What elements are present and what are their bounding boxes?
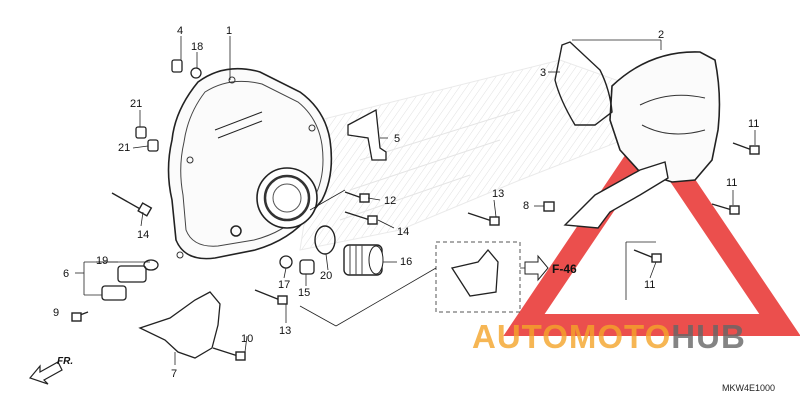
dowel-21a — [135, 126, 147, 139]
sprocket-cover-outer — [554, 41, 613, 126]
callout-16: 16 — [400, 256, 413, 268]
callout-11b: 11 — [726, 177, 738, 189]
callout-4: 4 — [177, 25, 184, 37]
triangle-watermark — [503, 115, 800, 336]
brand-part-2: HUB — [671, 318, 746, 355]
callout-3: 3 — [540, 67, 547, 79]
dowel-21b — [147, 139, 159, 152]
callout-12: 12 — [384, 195, 397, 207]
callout-7: 7 — [171, 368, 178, 380]
callout-8: 8 — [523, 200, 530, 212]
sensor — [101, 259, 159, 301]
callout-18: 18 — [191, 41, 204, 53]
front-arrow — [28, 361, 63, 385]
bolts — [71, 142, 760, 361]
ref-arrow — [524, 254, 549, 282]
o-ring — [314, 225, 336, 255]
brand-watermark: AUTOMOTOHUB — [472, 318, 746, 356]
page-reference[interactable]: F-46 — [552, 262, 577, 276]
brand-part-1: AUTOMOTO — [472, 318, 672, 355]
callout-2: 2 — [658, 29, 665, 41]
washer-17 — [279, 255, 293, 269]
sprocket-cover — [609, 51, 721, 183]
callout-5: 5 — [394, 133, 401, 145]
bracket-detail — [450, 248, 499, 297]
callout-11a: 11 — [748, 118, 760, 130]
bracket-5 — [347, 108, 387, 161]
plug — [299, 259, 315, 275]
leader-lines — [75, 36, 756, 365]
callout-14a: 14 — [137, 229, 150, 241]
callout-9: 9 — [53, 307, 60, 319]
callout-15: 15 — [298, 287, 311, 299]
callout-17: 17 — [278, 279, 291, 291]
diagram-code: MKW4E1000 — [722, 383, 776, 393]
generator-cover — [167, 67, 333, 260]
callout-21b: 21 — [118, 142, 131, 154]
callout-6: 6 — [63, 268, 70, 280]
detail-box — [435, 241, 521, 313]
callout-20: 20 — [320, 270, 333, 282]
dowel-4 — [171, 59, 183, 73]
callout-14b: 14 — [397, 226, 410, 238]
oil-cap — [343, 244, 384, 276]
callout-13a: 13 — [492, 188, 505, 200]
callout-1: 1 — [226, 25, 233, 37]
callout-21a: 21 — [130, 98, 143, 110]
washer-18 — [190, 67, 202, 79]
wing-watermark — [299, 59, 702, 251]
callout-13b: 13 — [279, 325, 292, 337]
callout-19: 19 — [96, 255, 109, 267]
chain-guide — [563, 161, 669, 229]
callout-11c: 11 — [644, 279, 656, 291]
front-label: FR. — [57, 356, 74, 367]
callout-10: 10 — [241, 333, 254, 345]
bracket-7 — [138, 291, 221, 359]
